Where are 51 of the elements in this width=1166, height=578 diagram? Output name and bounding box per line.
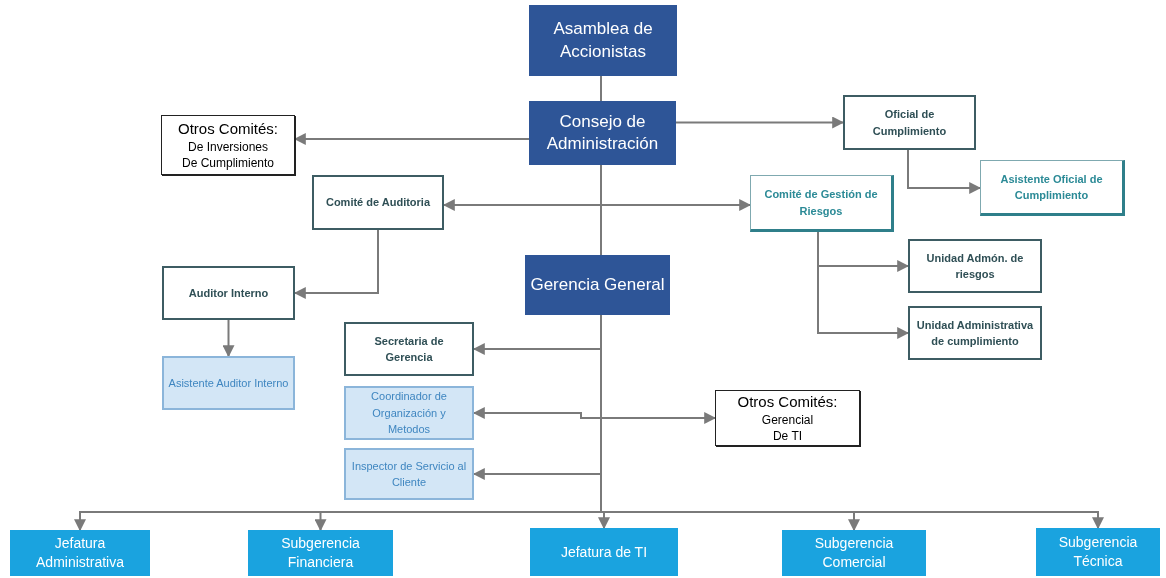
connector-arrow (675, 116, 845, 129)
org-box (312, 175, 444, 230)
box-label: Otros Comités: (737, 391, 838, 412)
box-label: Comité de Auditoria (325, 195, 431, 211)
box-label: De Inversiones (187, 138, 268, 156)
org-box (10, 530, 150, 576)
box-label: Coordinador de Organización y Metodos (370, 389, 448, 438)
box-label: Subgerencia Técnica (1057, 533, 1139, 571)
box-label: Consejo de Administración (545, 110, 660, 155)
org-box (525, 255, 670, 315)
box-label: Otros Comités: (178, 118, 278, 139)
box-label: Jefatura de TI (560, 542, 648, 562)
box-label: Asamblea de Accionistas (552, 18, 654, 63)
box-label: Auditor Interno (188, 285, 269, 301)
box-label: Subgerencia Comercial (813, 534, 895, 572)
connector-arrow (293, 133, 530, 145)
box-label: De Cumplimiento (181, 155, 274, 172)
box-label: Gerencia General (530, 273, 665, 296)
box-label: Asistente Auditor Interno (168, 375, 289, 391)
org-box (750, 175, 894, 232)
org-box (344, 322, 474, 376)
org-box (530, 528, 678, 576)
box-label: Unidad Admón. de riesgos (925, 250, 1025, 282)
org-box (843, 95, 976, 150)
org-box (908, 239, 1042, 293)
box-label: Jefatura Administrativa (35, 534, 125, 572)
box-label: Inspector de Servicio al Cliente (350, 458, 468, 490)
org-box (344, 448, 474, 500)
org-box (529, 101, 676, 165)
box-label: Secretaria de Gerencia (373, 333, 445, 365)
connector-arrow (907, 149, 982, 194)
box-label: Asistente Oficial de Cumplimiento (999, 171, 1104, 203)
box-label: De TI (772, 428, 803, 445)
connector-arrow (222, 319, 235, 358)
org-box (1036, 528, 1160, 576)
org-box (529, 5, 677, 76)
box-label: Gerencial (761, 411, 814, 429)
box-label: Unidad Administrativa de cumplimiento (915, 317, 1035, 349)
box-label: Oficial de Cumplimiento (871, 107, 948, 139)
box-label: Comité de Gestión de Riesgos (763, 187, 879, 219)
org-box (162, 356, 295, 410)
org-box (908, 306, 1042, 360)
org-box (782, 530, 926, 576)
org-box (715, 390, 860, 446)
box-label: Subgerencia Financiera (280, 534, 361, 572)
org-box (161, 115, 295, 175)
org-box (248, 530, 393, 576)
org-box (344, 386, 474, 440)
connector-arrow (817, 231, 910, 339)
org-box (980, 160, 1125, 216)
org-box (162, 266, 295, 320)
